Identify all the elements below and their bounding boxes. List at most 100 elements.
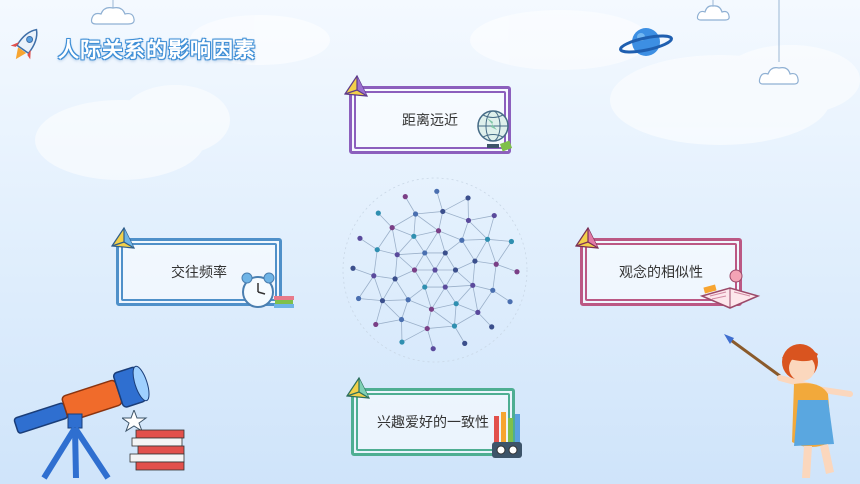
network-edge bbox=[415, 211, 443, 215]
network-node bbox=[398, 316, 405, 323]
paper-plane-icon bbox=[345, 376, 371, 399]
network-edge bbox=[413, 230, 439, 237]
network-node bbox=[411, 267, 418, 273]
network-edge bbox=[456, 303, 478, 313]
factor-label-distance: 距离远近 bbox=[402, 113, 458, 129]
network-edge bbox=[394, 278, 409, 300]
open-book-icon bbox=[699, 269, 761, 309]
network-edge bbox=[487, 239, 497, 265]
network-edge bbox=[415, 213, 439, 232]
slide-title: 人际关系的影响因素 bbox=[58, 38, 256, 62]
network-node bbox=[411, 233, 417, 239]
network-node bbox=[412, 211, 419, 217]
network-edge bbox=[434, 269, 446, 288]
network-edge bbox=[445, 284, 473, 288]
network-edge bbox=[382, 299, 409, 302]
network-edge bbox=[391, 213, 416, 228]
factor-label-similarity: 观念的相似性 bbox=[619, 265, 703, 281]
network-edge bbox=[407, 286, 425, 301]
network-edge bbox=[375, 300, 383, 325]
network-edge bbox=[492, 264, 497, 291]
network-edge bbox=[401, 319, 428, 329]
network-node bbox=[373, 321, 379, 328]
painting-girl-icon bbox=[724, 334, 853, 478]
network-node bbox=[489, 324, 495, 330]
network-edge bbox=[454, 312, 479, 327]
network-edge bbox=[445, 239, 463, 254]
paper-plane-icon bbox=[574, 226, 600, 249]
network-edge bbox=[444, 286, 457, 304]
network-edge bbox=[424, 252, 436, 271]
network-sphere-icon bbox=[342, 177, 528, 363]
network-edge bbox=[477, 290, 494, 313]
network-edge bbox=[431, 308, 455, 327]
factor-card-frequency: 交往频率 bbox=[110, 226, 294, 308]
network-node bbox=[465, 217, 472, 224]
network-edge bbox=[444, 269, 456, 288]
network-edge bbox=[396, 236, 415, 255]
network-node bbox=[379, 298, 386, 304]
factor-label-interests: 兴趣爱好的一致性 bbox=[377, 415, 489, 431]
cloud-icon bbox=[758, 0, 799, 85]
network-edge bbox=[442, 197, 469, 212]
network-node bbox=[375, 210, 381, 216]
network-node bbox=[491, 212, 497, 219]
network-edge bbox=[496, 263, 518, 273]
network-edge bbox=[377, 249, 398, 256]
network-node bbox=[451, 323, 458, 329]
network-edge bbox=[487, 238, 512, 242]
network-edge bbox=[358, 298, 383, 302]
factor-label-frequency: 交往频率 bbox=[171, 265, 227, 281]
network-edge bbox=[444, 252, 456, 271]
network-edge bbox=[352, 267, 374, 277]
network-node bbox=[405, 297, 411, 303]
network-edge bbox=[468, 215, 495, 221]
network-edge bbox=[424, 286, 432, 310]
network-edge bbox=[474, 239, 488, 262]
rocket-icon bbox=[10, 28, 38, 60]
network-edge bbox=[455, 260, 476, 271]
globe-icon bbox=[477, 110, 513, 152]
network-edge bbox=[394, 254, 398, 279]
network-edge bbox=[391, 227, 398, 255]
network-edge bbox=[438, 230, 446, 254]
book-stack-icon bbox=[122, 410, 185, 471]
network-node bbox=[434, 188, 440, 194]
network-node bbox=[484, 236, 491, 242]
network-edge bbox=[461, 240, 476, 262]
network-node bbox=[462, 340, 468, 346]
network-node bbox=[392, 276, 398, 282]
network-edge bbox=[438, 230, 463, 241]
telescope-icon bbox=[13, 365, 150, 480]
network-edge bbox=[461, 238, 488, 241]
network-edge bbox=[358, 275, 375, 299]
network-edge bbox=[427, 325, 455, 329]
network-node bbox=[422, 250, 428, 256]
network-node bbox=[508, 238, 515, 245]
network-edge bbox=[394, 269, 415, 280]
alarm-clock-icon bbox=[241, 272, 294, 308]
network-edge bbox=[468, 220, 488, 240]
network-edge bbox=[472, 285, 479, 313]
network-edge bbox=[495, 241, 512, 265]
network-node bbox=[490, 287, 496, 293]
network-edge bbox=[442, 211, 469, 221]
network-node bbox=[424, 325, 430, 332]
network-edge bbox=[436, 191, 444, 212]
network-edge bbox=[472, 284, 493, 291]
network-node bbox=[389, 225, 395, 231]
network-edge bbox=[397, 252, 425, 256]
factor-card-distance: 距离远近 bbox=[343, 74, 513, 154]
network-edge bbox=[424, 230, 439, 254]
network-edge bbox=[392, 227, 414, 237]
network-node bbox=[422, 284, 428, 290]
network-edge bbox=[492, 289, 511, 303]
cloud-icon bbox=[90, 0, 135, 25]
network-edge bbox=[414, 269, 426, 288]
paper-plane-icon bbox=[110, 226, 136, 249]
network-edge bbox=[376, 227, 393, 250]
network-node bbox=[493, 261, 499, 267]
network-edge bbox=[404, 196, 416, 215]
network-node bbox=[452, 267, 459, 273]
network-node bbox=[507, 299, 513, 305]
